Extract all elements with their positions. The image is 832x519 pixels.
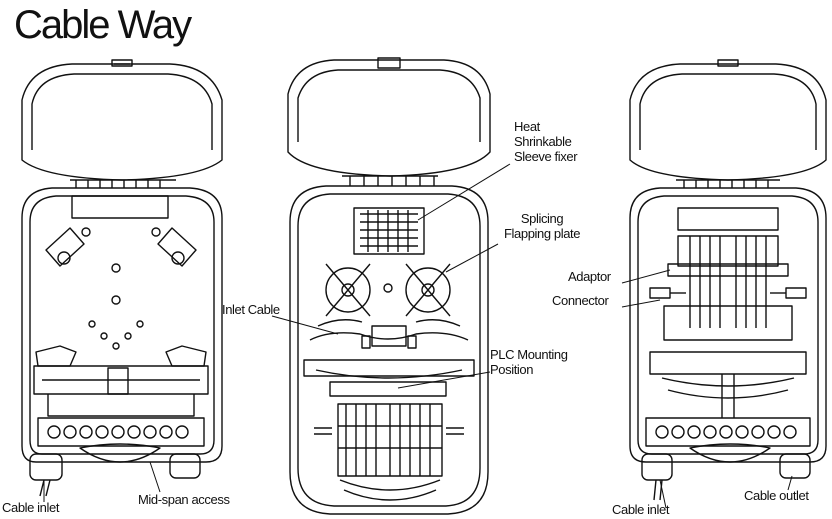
label-cable-inlet-left: Cable inlet: [2, 500, 60, 515]
left-closure-box: [21, 59, 223, 497]
label-splicing-flapping-plate: Splicing Flapping plate: [504, 211, 581, 241]
leader-lines: [43, 163, 793, 509]
label-cable-inlet-right: Cable inlet: [612, 502, 670, 517]
label-mid-span-access: Mid-span access: [138, 492, 230, 507]
label-inlet-cable: Inlet Cable: [222, 302, 280, 317]
label-heat-shrinkable-sleeve-fixer: Heat Shrinkable Sleeve fixer: [514, 119, 578, 164]
right-closure-box: [629, 59, 827, 501]
page-title: Cable Way: [14, 3, 192, 47]
label-connector: Connector: [552, 293, 609, 308]
center-closure-box: [287, 57, 491, 515]
label-cable-outlet: Cable outlet: [744, 488, 809, 503]
label-plc-mounting-position: PLC Mounting Position: [490, 347, 568, 377]
label-adaptor: Adaptor: [568, 269, 611, 284]
